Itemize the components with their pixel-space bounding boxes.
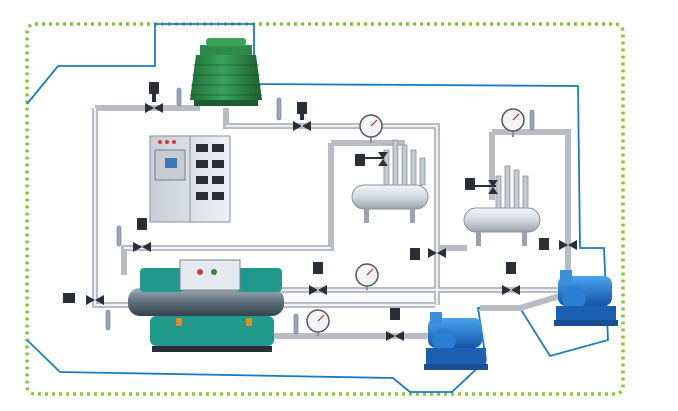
water-cooled-chiller [128,259,284,352]
control-valve-icon [355,152,388,166]
temperature-sensor-icon [176,87,182,107]
control-valve-icon [145,82,163,113]
temperature-sensor-icon [293,313,299,335]
pump-1 [424,312,488,370]
pressure-gauge-icon [355,263,379,290]
control-valve-icon [309,262,327,295]
temperature-sensor-icon [116,225,122,247]
distribution-header-1 [351,139,429,223]
pump-2 [554,270,618,326]
control-valve-icon [63,293,104,305]
control-valve-icon [465,178,498,194]
control-valve-icon [293,102,311,131]
pressure-gauges [306,108,525,336]
control-valve-icon [133,218,151,252]
temperature-sensor-icon [276,97,282,121]
control-valve-icon [386,308,404,341]
control-valve-icon [410,248,446,260]
cooling-tower [190,38,262,106]
pressure-gauge-icon [306,309,330,336]
temperature-sensors [105,87,535,335]
control-valve-icon [539,238,577,250]
control-valves [63,82,577,341]
temperature-sensor-icon [529,109,535,131]
plant-boundary [25,22,625,396]
temperature-sensor-icon [105,309,111,331]
control-cabinet [149,135,231,223]
control-valve-icon [502,262,520,295]
control-boundary [26,23,609,393]
pressure-gauge-icon [359,114,383,143]
pressure-gauge-icon [501,108,525,137]
distribution-header-2 [463,165,541,246]
